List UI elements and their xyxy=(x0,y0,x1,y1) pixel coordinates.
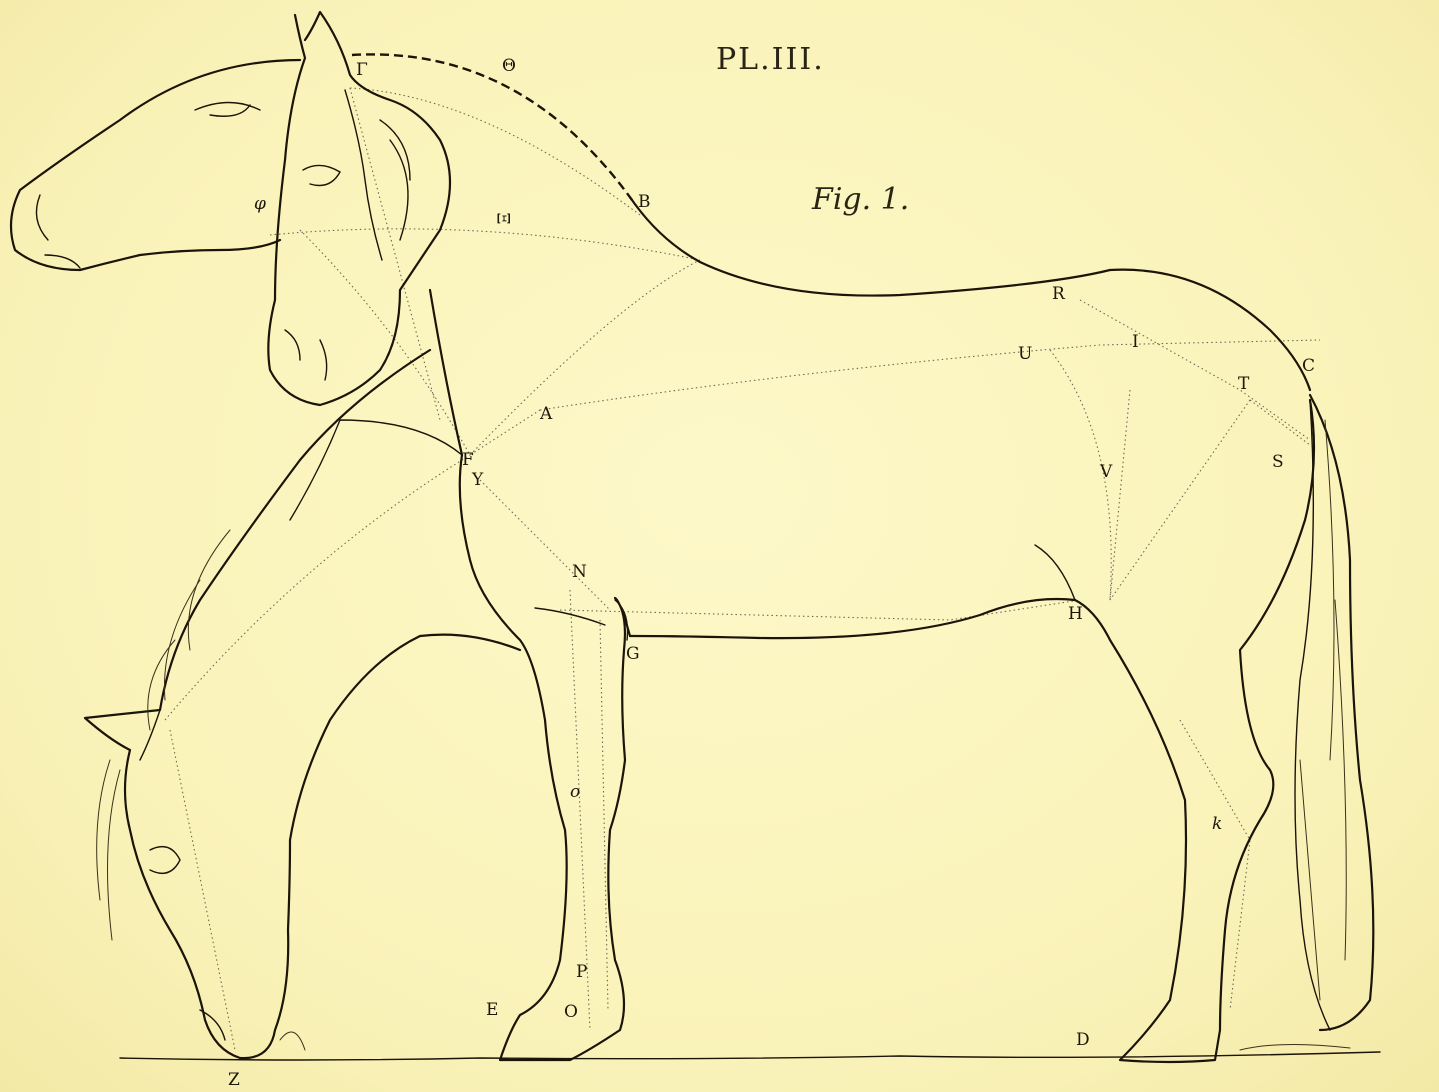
label-k: k xyxy=(1212,816,1222,833)
crest-arc xyxy=(352,54,632,200)
plate-title: PL.III. xyxy=(716,42,825,77)
label-F: F xyxy=(462,452,474,469)
label-Z: Z xyxy=(228,1072,240,1089)
label-theta: Θ xyxy=(502,58,516,75)
label-T: T xyxy=(1238,376,1249,393)
label-I: I xyxy=(1132,334,1139,351)
figure-caption: Fig. 1. xyxy=(812,182,909,217)
label-o-upper: o xyxy=(570,784,580,801)
grazing-head xyxy=(85,350,520,1058)
construction-lines xyxy=(165,88,1320,1050)
label-H: H xyxy=(1068,606,1083,623)
label-D: D xyxy=(1076,1032,1090,1049)
label-phi: φ xyxy=(254,196,266,213)
label-xi: Ξ xyxy=(493,213,510,225)
label-G: G xyxy=(626,646,640,663)
label-V: V xyxy=(1100,464,1112,481)
label-S: S xyxy=(1272,454,1284,471)
label-Y: Y xyxy=(472,472,483,489)
label-O: O xyxy=(564,1004,578,1021)
label-C: C xyxy=(1302,358,1315,375)
label-E: E xyxy=(486,1002,498,1019)
label-R: R xyxy=(1052,286,1065,303)
label-B: B xyxy=(638,194,651,211)
label-N: N xyxy=(572,564,587,581)
label-A: A xyxy=(540,406,552,423)
ground-line xyxy=(120,1032,1380,1060)
ghost-head xyxy=(11,60,300,270)
horse-body xyxy=(290,200,1373,1062)
label-gamma: Γ xyxy=(356,62,368,79)
label-U: U xyxy=(1018,346,1032,363)
label-P: P xyxy=(576,964,587,981)
